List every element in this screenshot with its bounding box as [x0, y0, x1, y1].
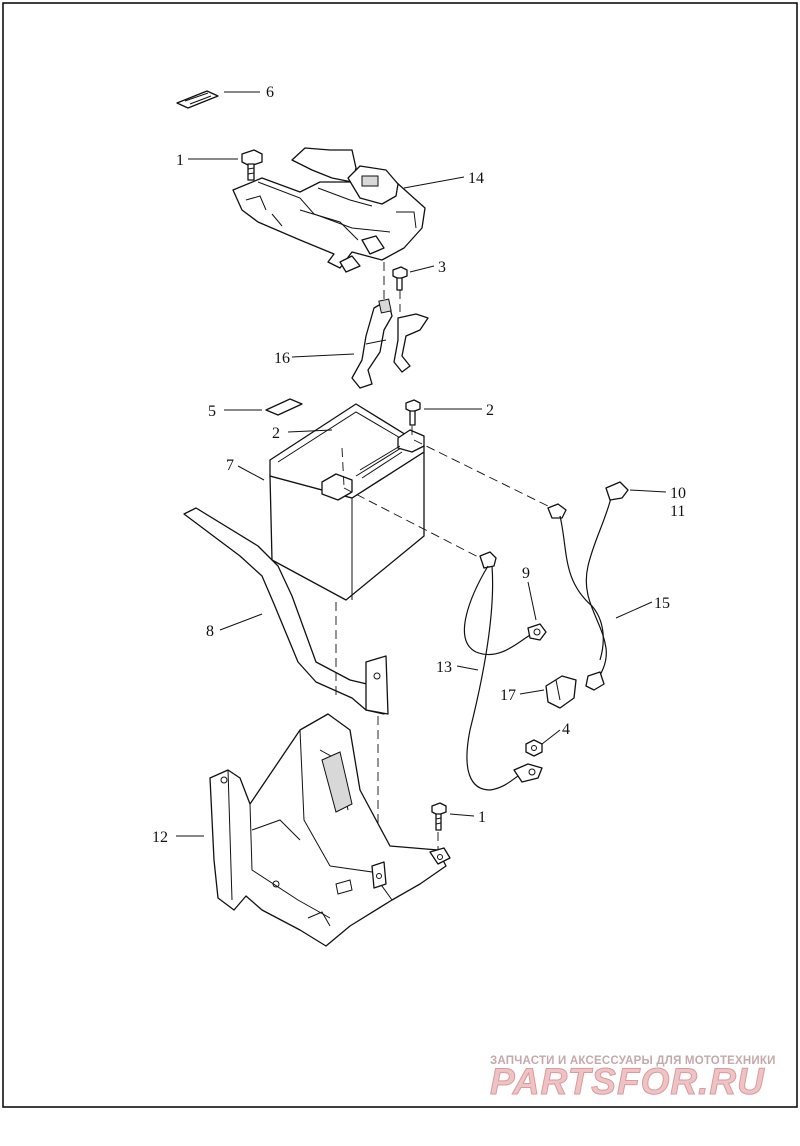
- callout-14: 14: [468, 170, 484, 187]
- callout-10: 10: [670, 485, 686, 502]
- callout-11: 11: [670, 503, 685, 520]
- callout-2-right: 2: [486, 402, 494, 419]
- callout-12: 12: [152, 829, 168, 846]
- leader-lines: [176, 91, 667, 837]
- assembly-line-screw2-left: [341, 447, 345, 487]
- callout-7: 7: [226, 457, 234, 474]
- part-16-bracket: [351, 298, 429, 389]
- callout-8: 8: [206, 623, 214, 640]
- part-15-positive-cable: [547, 481, 629, 691]
- callout-4: 4: [562, 721, 570, 738]
- callout-5: 5: [208, 403, 216, 420]
- callout-2-left: 2: [272, 425, 280, 442]
- watermark: ЗАПЧАСТИ И АКСЕССУАРЫ ДЛЯ МОТОТЕХНИКИ PA…: [490, 1055, 776, 1103]
- callout-17: 17: [500, 687, 516, 704]
- callout-1-top: 1: [176, 152, 184, 169]
- callout-13: 13: [436, 659, 452, 676]
- watermark-brand: PARTSFOR.RU: [490, 1061, 765, 1102]
- part-8-strap: [183, 507, 389, 715]
- assembly-line-neg-terminal: [343, 487, 485, 561]
- callout-15: 15: [654, 595, 670, 612]
- callout-16: 16: [274, 350, 290, 367]
- part-14-electrical-tray: [232, 147, 426, 273]
- part-1-screw-top: [241, 149, 263, 181]
- callout-1-bottom: 1: [478, 809, 486, 826]
- callout-9: 9: [522, 565, 530, 582]
- part-13-negative-cable: [463, 551, 547, 791]
- part-3-screw: [392, 266, 408, 291]
- part-2-screw-right: [405, 399, 421, 426]
- callout-3: 3: [438, 259, 446, 276]
- callout-6: 6: [266, 84, 274, 101]
- part-12-battery-tray: [209, 713, 451, 947]
- assembly-line-pos-terminal: [413, 439, 553, 509]
- callout-labels: 6 1 14 3 16 5 2 2 7 10 11 9 15 8 13 17 4…: [152, 84, 686, 846]
- part-6-label: [176, 90, 219, 109]
- part-17-terminal-boot: [545, 675, 577, 709]
- part-1-screw-bottom: [431, 802, 447, 831]
- part-7-battery: [269, 403, 425, 601]
- part-5-label: [265, 398, 303, 416]
- watermark-tagline: ЗАПЧАСТИ И АКСЕССУАРЫ ДЛЯ МОТОТЕХНИКИ: [490, 1055, 776, 1067]
- part-4-nut: [525, 739, 543, 757]
